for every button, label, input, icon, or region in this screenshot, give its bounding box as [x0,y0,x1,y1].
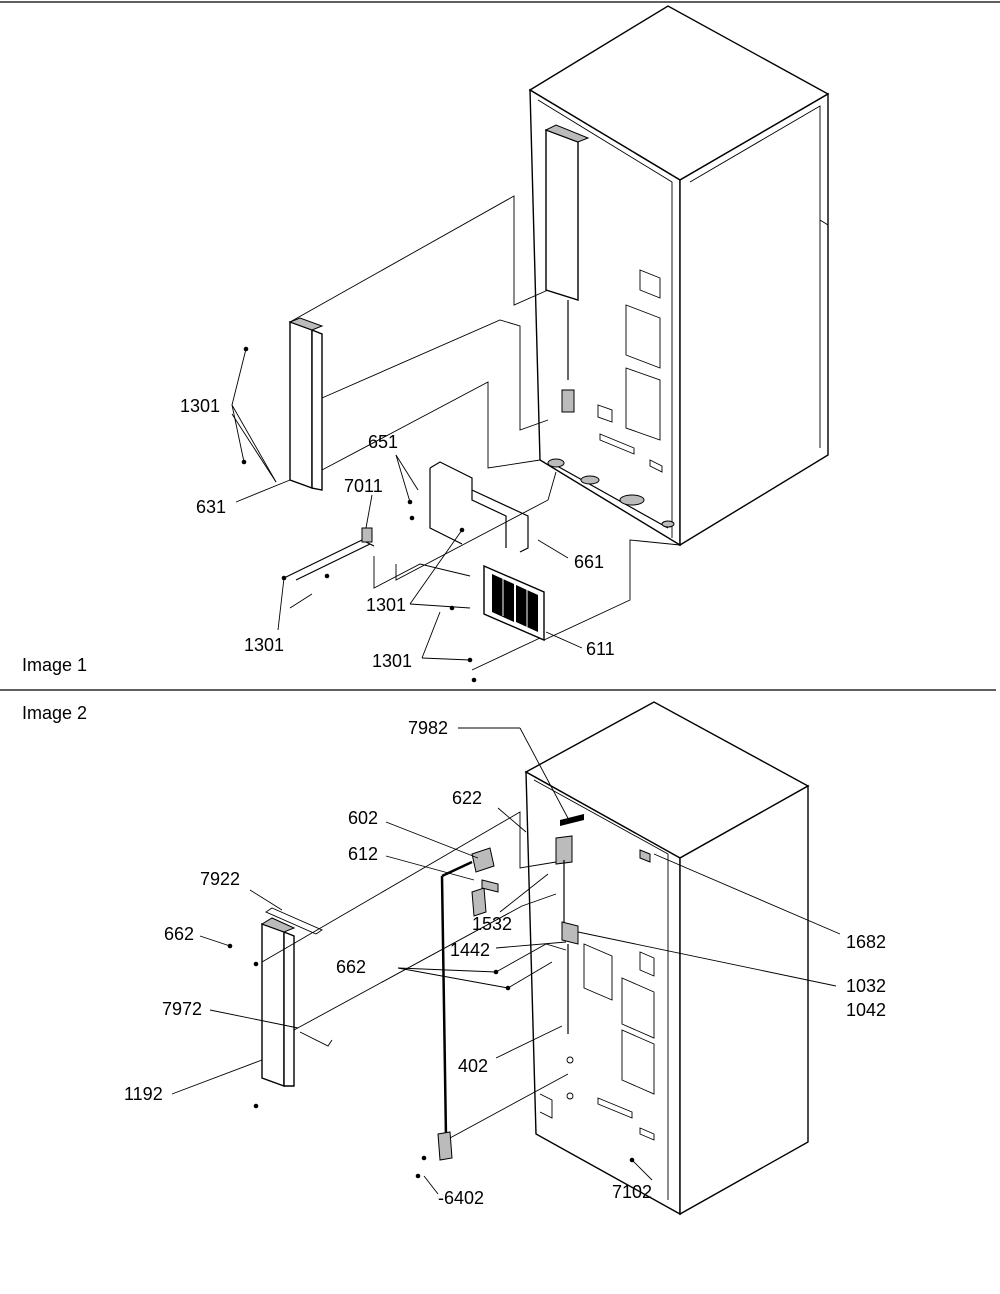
callout-1301-a: 1301 [180,396,220,416]
callout-7972: 7972 [162,999,202,1019]
callout-1532: 1532 [472,914,512,934]
callout-1032: 1032 [846,976,886,996]
callout-1301-c: 1301 [366,595,406,615]
callout-7982: 7982 [408,718,448,738]
callout-1192: 1192 [124,1084,163,1104]
callout-7011: 7011 [344,476,383,496]
callout-602: 602 [348,808,378,828]
callout-661: 661 [574,552,604,572]
drain-tube-6402 [437,847,495,1161]
callout-611: 611 [586,639,615,659]
panel-1192 [260,907,333,1087]
callout-6402: -6402 [438,1188,484,1208]
callout-612: 612 [348,844,378,864]
callout-7102: 7102 [612,1182,652,1202]
callout-1442: 1442 [450,940,490,960]
callout-402: 402 [458,1056,488,1076]
callout-7922: 7922 [200,869,240,889]
callout-1301-d: 1301 [372,651,412,671]
rod-7011 [283,527,375,609]
callout-1682: 1682 [846,932,886,952]
callout-651: 651 [368,432,398,452]
callout-662-b: 662 [336,957,366,977]
bracket-661 [429,461,529,553]
image-2-drawing [171,701,841,1216]
callout-1042: 1042 [846,1000,886,1020]
leaders-image-2 [171,727,841,1195]
grille-611 [483,564,545,642]
callout-1301-b: 1301 [244,635,284,655]
screws-image-1 [241,346,477,683]
callout-631: 631 [196,497,226,517]
valve-1532 [471,879,499,917]
callout-662-a: 662 [164,924,194,944]
image-2-caption: Image 2 [22,703,87,723]
image-1-caption: Image 1 [22,655,87,675]
panel-631 [288,317,324,491]
callout-622: 622 [452,788,482,808]
image-1-drawing [231,5,830,683]
leaders-image-1 [231,348,583,661]
cabinet-2 [524,701,810,1216]
cabinet-1 [528,5,830,547]
